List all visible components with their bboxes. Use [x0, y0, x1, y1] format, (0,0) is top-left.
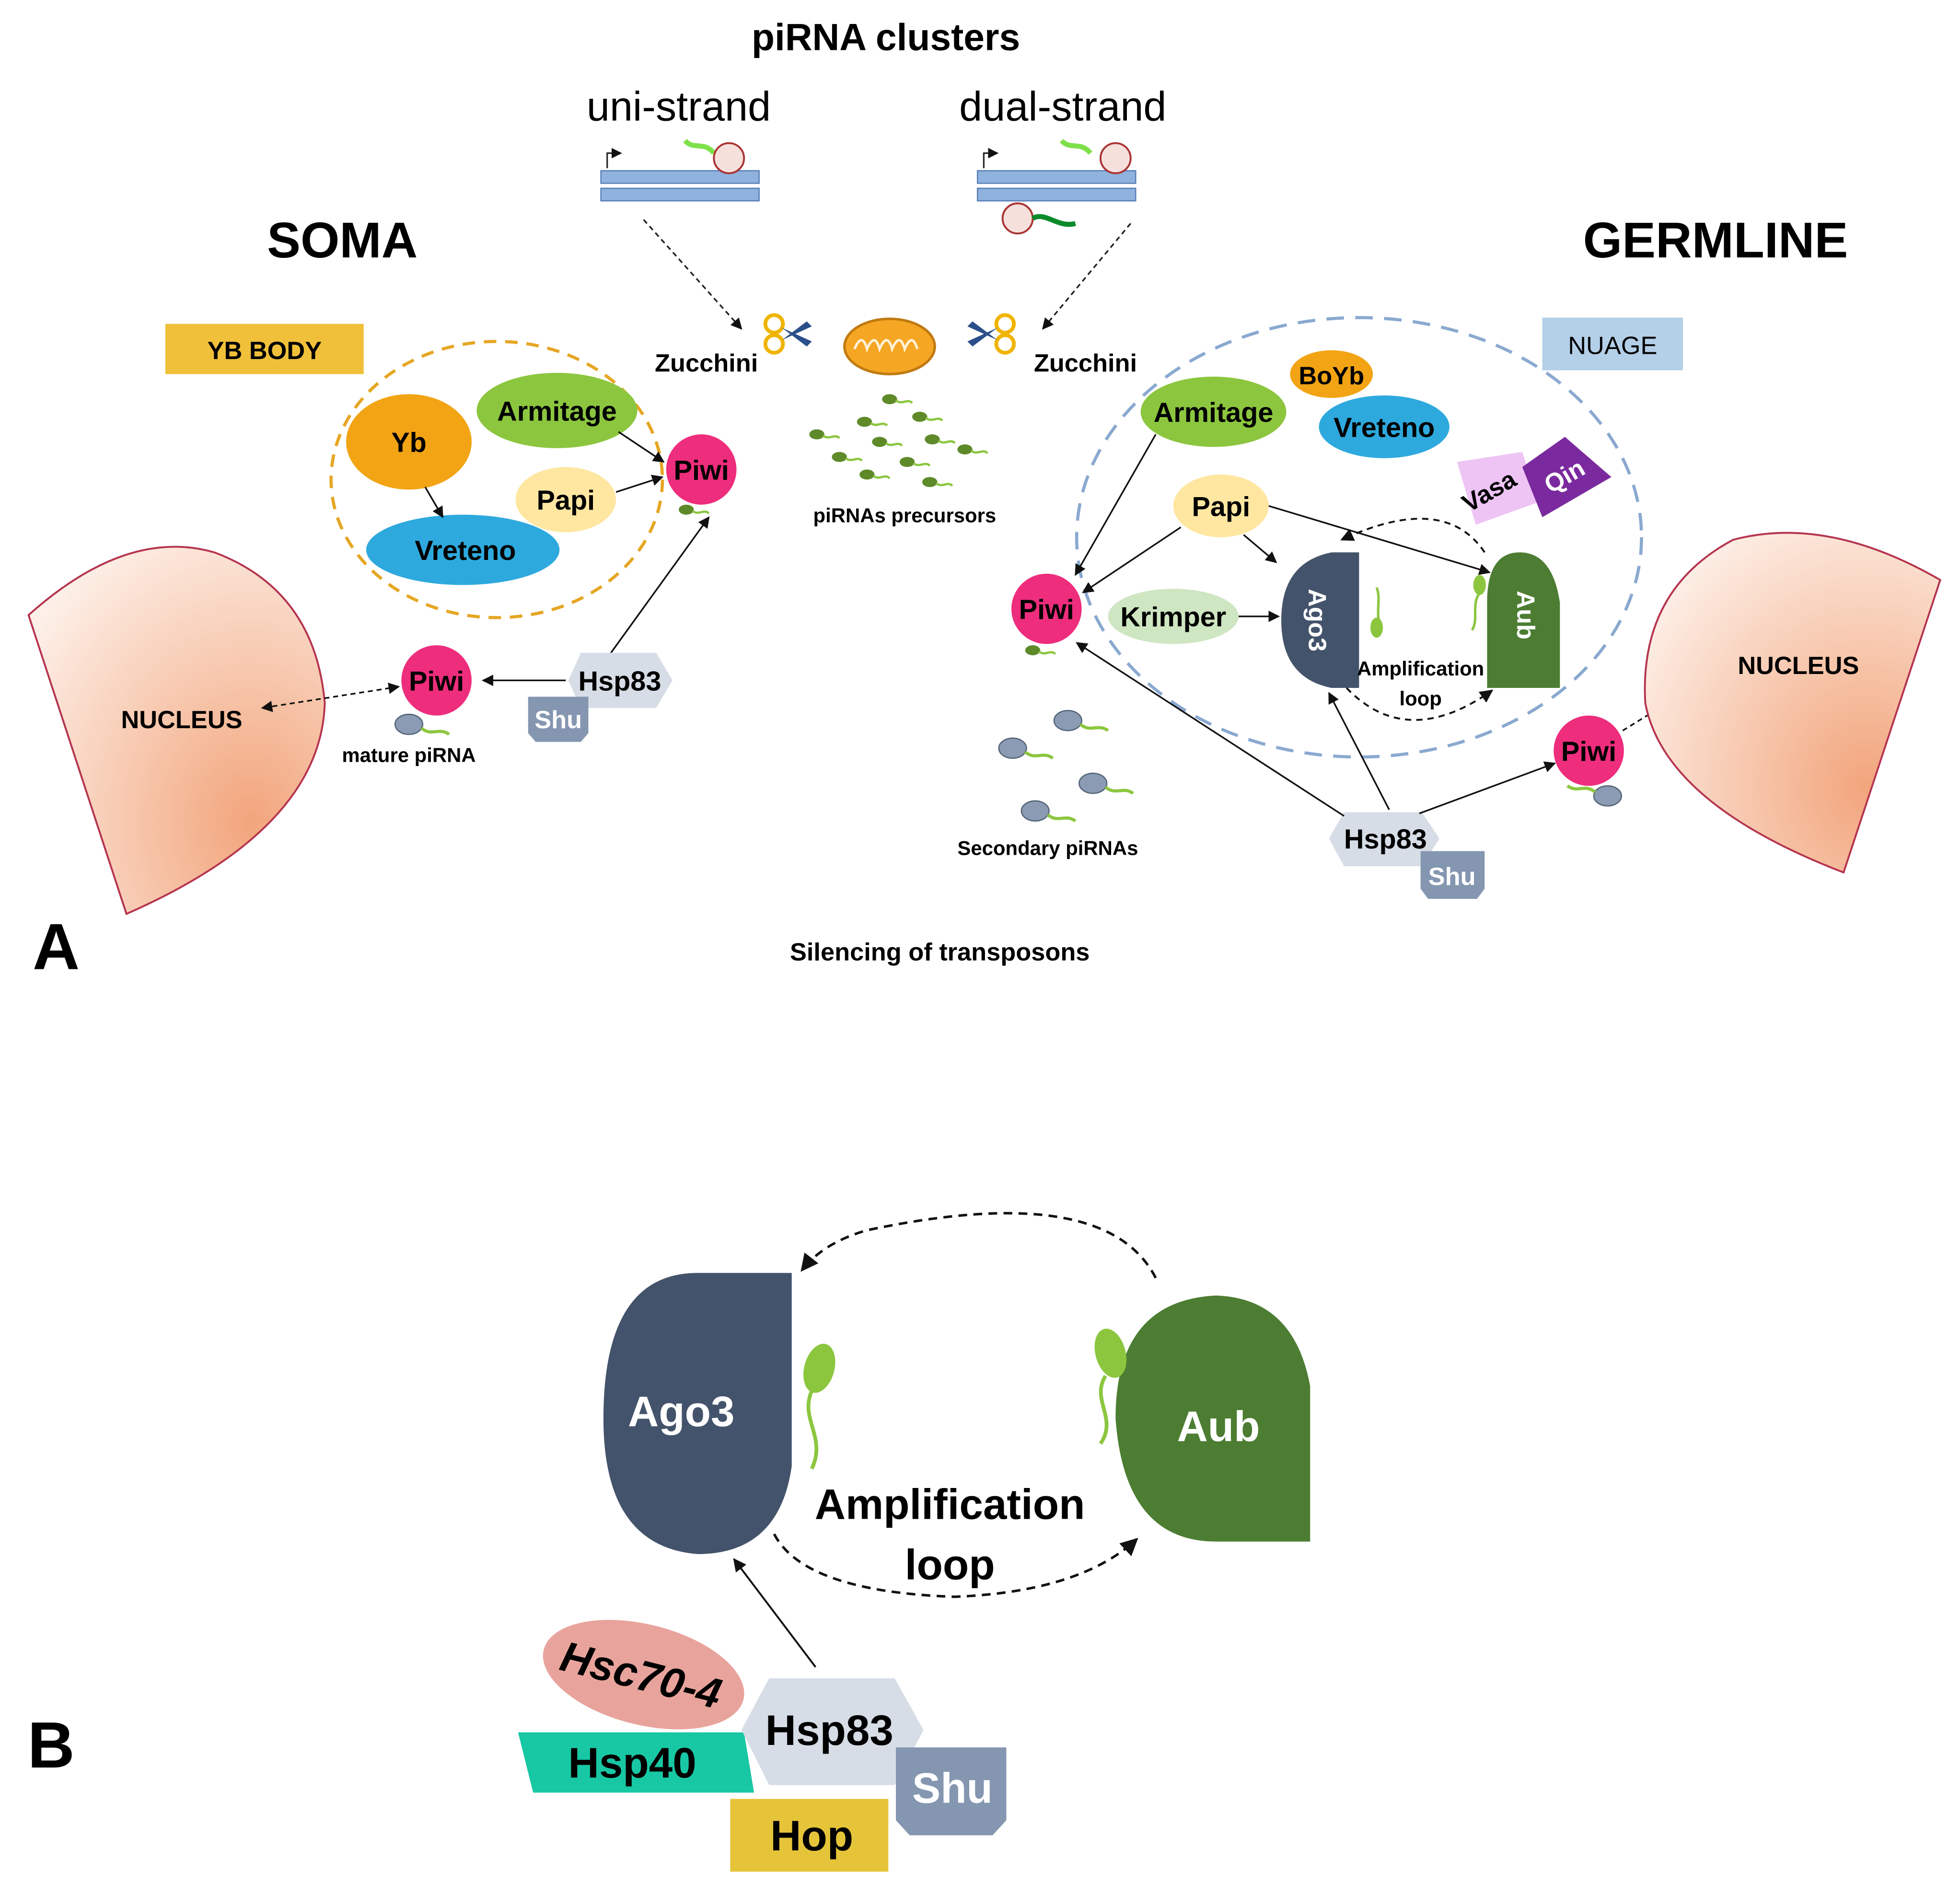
panel-b-aub-label: Aub: [1177, 1402, 1260, 1450]
panel-b-ago3-pirna-icon: [803, 1344, 835, 1470]
germline-shu-protein: [1420, 851, 1485, 899]
germline-armitage-label: Armitage: [1154, 397, 1274, 428]
soma-shu-protein: [528, 697, 589, 742]
soma-yb-protein: [346, 394, 472, 490]
germline-aub-protein: [1487, 552, 1560, 688]
germline-piwi-label: Piwi: [1019, 594, 1074, 625]
silencing-label: Silencing of transposons: [790, 938, 1090, 966]
germline-vreteno-label: Vreteno: [1334, 412, 1435, 443]
panel-b-letter: B: [28, 1709, 75, 1781]
germline-piwi-protein: [1011, 573, 1082, 644]
panel-b-aub-pirna-icon: [1094, 1328, 1127, 1445]
germline-boyb-label: BoYb: [1299, 362, 1364, 390]
germline-qin-protein: [1522, 437, 1612, 517]
germline-piwi-out-pirna-icon: [1567, 786, 1622, 806]
panel-b-hsp40-protein: [518, 1732, 754, 1793]
dual-strand-label: dual-strand: [959, 83, 1166, 129]
germline-papi-protein: [1173, 474, 1269, 537]
soma-heading: SOMA: [267, 212, 418, 268]
panel-b-shu-protein: [896, 1747, 1007, 1836]
panel-a-letter: A: [33, 910, 80, 983]
soma-hsp83-protein: [568, 652, 673, 708]
germline-krimper-label: Krimper: [1120, 602, 1226, 633]
pirna-precursors-label: piRNAs precursors: [813, 504, 997, 526]
germline-loop-label-line2: loop: [1399, 687, 1441, 710]
soma-vreteno-label: Vreteno: [415, 535, 516, 566]
pirna-precursors-icon: [809, 394, 987, 487]
panel-b-ago3-label: Ago3: [628, 1387, 735, 1435]
nuage-box: [1542, 317, 1683, 371]
diagram-title: piRNA clusters: [752, 16, 1020, 58]
panel-b-hsp83-protein: [741, 1678, 924, 1785]
soma-piwi-inner-protein: [666, 434, 737, 505]
dual-strand-cluster-icon: [976, 139, 1137, 235]
germline-heading: GERMLINE: [1583, 212, 1848, 268]
germline-krimper-protein: [1108, 589, 1239, 644]
uni-strand-cluster-icon: [600, 139, 760, 202]
germline-armitage-protein: [1140, 376, 1287, 447]
germline-ago3-protein: [1281, 552, 1359, 688]
panel-b-loop-label-line2: loop: [905, 1540, 995, 1588]
yb-body-label: YB BODY: [208, 337, 322, 365]
germline-piwi-pirna-icon: [1025, 645, 1055, 655]
panel-b-hsc70-protein: [543, 1620, 744, 1730]
germline-vreteno-protein: [1319, 395, 1450, 458]
germline-shu-label: Shu: [1428, 863, 1476, 891]
germline-papi-label: Papi: [1192, 491, 1250, 522]
germline-piwi-out-label: Piwi: [1561, 736, 1616, 767]
soma-piwi-inner-label: Piwi: [674, 455, 729, 486]
soma-armitage-label: Armitage: [497, 396, 617, 427]
nuage-boundary: [1075, 316, 1643, 759]
zucchini-left-label: Zucchini: [655, 349, 758, 377]
zucchini-right-scissors-icon: [967, 315, 1014, 353]
soma-papi-label: Papi: [537, 485, 595, 516]
nuage-label: NUAGE: [1568, 332, 1657, 360]
soma-mature-pirna-icon: [395, 714, 449, 734]
germline-loop-label-line1: Amplification: [1357, 657, 1484, 680]
germline-aub-label: Aub: [1511, 591, 1539, 639]
panel-b-ago3-protein: [603, 1273, 792, 1554]
secondary-pirnas-icon: [999, 710, 1133, 821]
soma-nucleus-shape: [27, 546, 326, 916]
panel-b-shu-label: Shu: [912, 1764, 993, 1812]
soma-yb-label: Yb: [391, 428, 427, 458]
soma-shu-label: Shu: [534, 706, 582, 734]
germline-vasa-protein: [1457, 452, 1539, 525]
soma-piwi-outer-label: Piwi: [409, 666, 464, 697]
uni-strand-label: uni-strand: [587, 83, 771, 129]
soma-piwi-outer-protein: [401, 645, 472, 716]
germline-piwi-out-protein: [1554, 715, 1624, 786]
soma-nucleus-label: NUCLEUS: [121, 706, 242, 734]
panel-b-aub-protein: [1115, 1295, 1311, 1542]
panel-b-hsp40-label: Hsp40: [568, 1739, 696, 1787]
soma-vreteno-protein: [366, 514, 560, 585]
mitochondrion-icon: [843, 317, 936, 375]
soma-mature-pirna-label: mature piRNA: [342, 744, 476, 767]
soma-hsp83-label: Hsp83: [578, 666, 661, 697]
soma-piwi-inner-pirna-icon: [679, 505, 709, 515]
soma-papi-protein: [515, 467, 616, 533]
germline-hsp83-label: Hsp83: [1344, 824, 1427, 855]
yb-body-box: [165, 324, 364, 374]
panel-b-loop-label-line1: Amplification: [815, 1480, 1085, 1528]
zucchini-left-scissors-icon: [765, 315, 812, 353]
panel-b-hsp83-label: Hsp83: [765, 1706, 893, 1754]
soma-armitage-protein: [476, 372, 638, 448]
secondary-pirnas-label: Secondary piRNAs: [957, 837, 1138, 859]
zucchini-right-label: Zucchini: [1034, 349, 1137, 377]
germline-ago3-label: Ago3: [1303, 589, 1331, 651]
panel-b-hop-protein: [730, 1799, 889, 1872]
germline-nucleus-shape: [1644, 532, 1942, 874]
germline-hsp83-protein: [1329, 812, 1439, 866]
panel-b-hop-label: Hop: [770, 1812, 853, 1860]
germline-nucleus-label: NUCLEUS: [1738, 652, 1859, 680]
germline-boyb-protein: [1290, 350, 1373, 398]
